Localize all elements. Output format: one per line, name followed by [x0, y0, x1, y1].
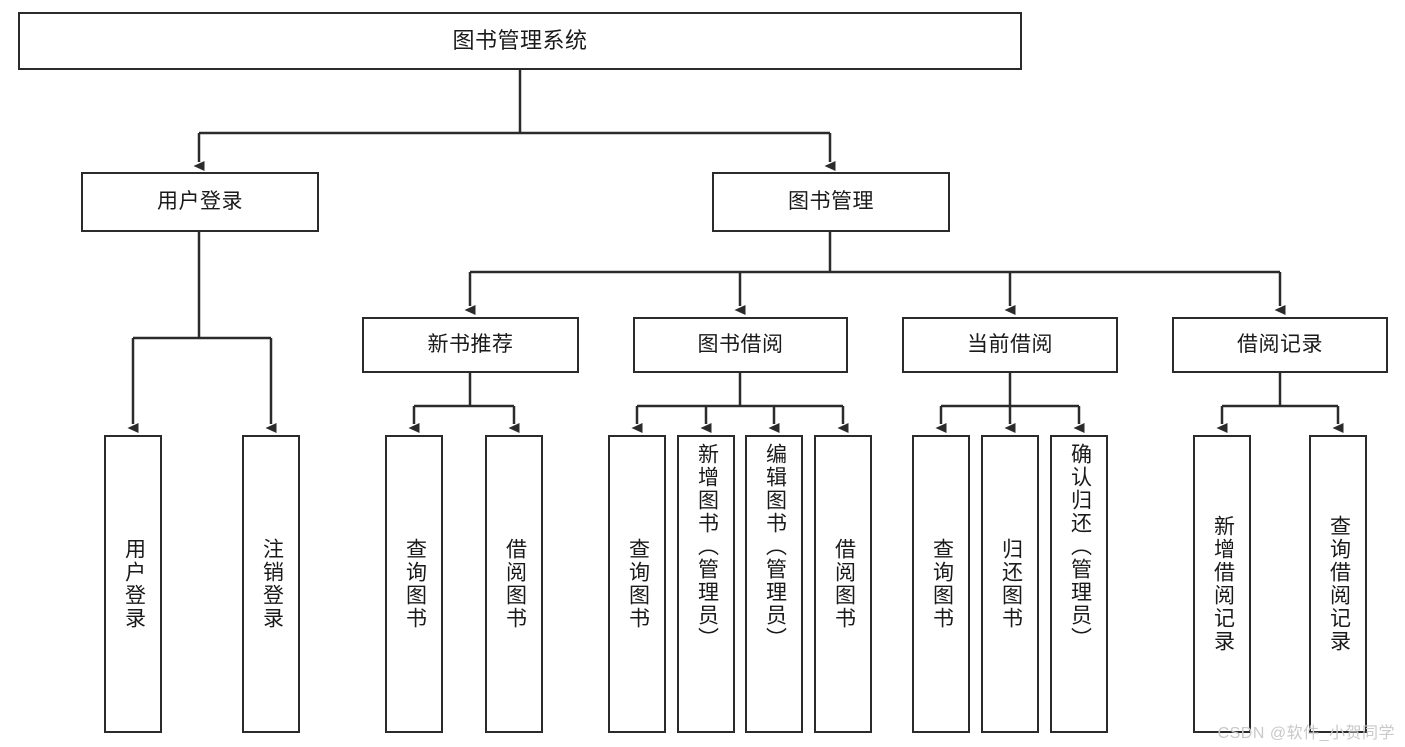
- leaf-book-borrow-edit[interactable]: 编辑图书（管理员）: [745, 435, 803, 733]
- node-current-borrow[interactable]: 当前借阅: [902, 317, 1118, 373]
- leaf-label: 查询借阅记录: [1327, 515, 1351, 653]
- leaf-label: 新增图书（管理员）: [695, 443, 719, 650]
- node-label: 图书管理: [788, 189, 874, 213]
- leaf-borrow-record-add[interactable]: 新增借阅记录: [1193, 435, 1251, 733]
- leaf-label: 用户登录: [122, 538, 146, 630]
- node-user-login[interactable]: 用户登录: [81, 172, 319, 232]
- leaf-book-borrow-borrow[interactable]: 借阅图书: [814, 435, 872, 733]
- leaf-label: 确认归还（管理员）: [1068, 443, 1092, 650]
- leaf-book-borrow-add[interactable]: 新增图书（管理员）: [677, 435, 735, 733]
- leaf-user-login-logout[interactable]: 注销登录: [242, 435, 300, 733]
- leaf-label: 注销登录: [260, 538, 284, 630]
- leaf-new-book-query[interactable]: 查询图书: [385, 435, 443, 733]
- node-label: 新书推荐: [427, 332, 514, 356]
- node-label: 借阅记录: [1237, 332, 1323, 356]
- leaf-label: 编辑图书（管理员）: [763, 443, 787, 650]
- leaf-book-borrow-query[interactable]: 查询图书: [608, 435, 666, 733]
- leaf-label: 查询图书: [930, 538, 954, 630]
- leaf-current-borrow-confirm-return[interactable]: 确认归还（管理员）: [1050, 435, 1108, 733]
- node-book-borrow[interactable]: 图书借阅: [633, 317, 848, 373]
- node-borrow-record[interactable]: 借阅记录: [1172, 317, 1388, 373]
- leaf-label: 新增借阅记录: [1211, 515, 1235, 653]
- node-label: 图书借阅: [697, 332, 784, 356]
- leaf-label: 借阅图书: [503, 538, 527, 630]
- leaf-user-login-login[interactable]: 用户登录: [104, 435, 162, 733]
- leaf-label: 借阅图书: [832, 538, 856, 630]
- node-label: 用户登录: [157, 189, 243, 213]
- leaf-current-borrow-return[interactable]: 归还图书: [981, 435, 1039, 733]
- node-book-management[interactable]: 图书管理: [712, 172, 950, 232]
- leaf-borrow-record-query[interactable]: 查询借阅记录: [1309, 435, 1367, 733]
- node-root-book-management-system[interactable]: 图书管理系统: [18, 12, 1022, 70]
- leaf-label: 归还图书: [999, 538, 1023, 630]
- leaf-label: 查询图书: [403, 538, 427, 630]
- leaf-new-book-borrow[interactable]: 借阅图书: [485, 435, 543, 733]
- watermark: CSDN @软件_小贺同学: [1217, 725, 1395, 742]
- leaf-label: 查询图书: [626, 538, 650, 630]
- node-label: 图书管理系统: [452, 28, 588, 54]
- node-label: 当前借阅: [967, 332, 1053, 356]
- node-new-book-recommend[interactable]: 新书推荐: [362, 317, 579, 373]
- leaf-current-borrow-query[interactable]: 查询图书: [912, 435, 970, 733]
